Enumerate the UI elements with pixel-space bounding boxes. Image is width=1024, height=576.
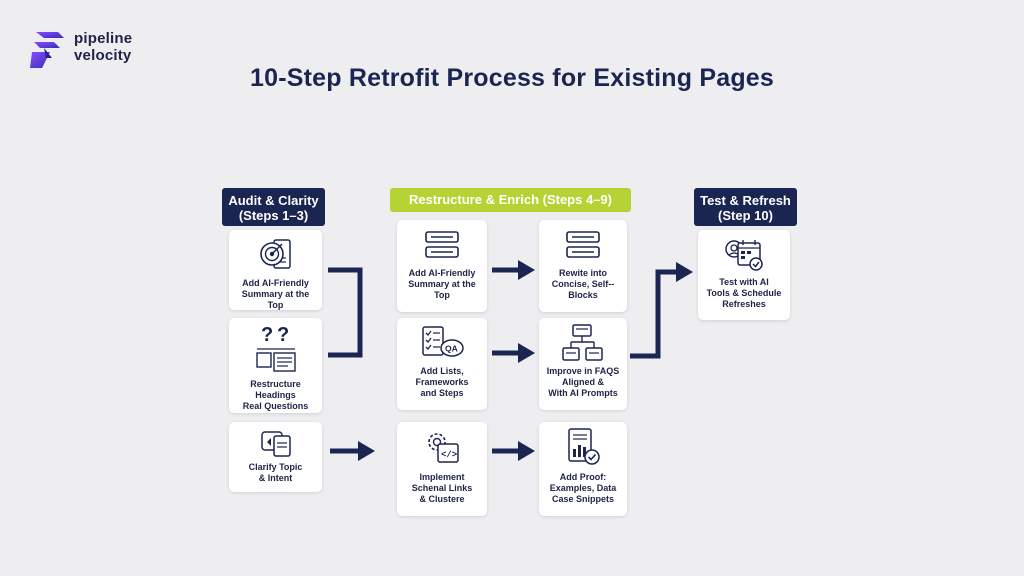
card-enrich-links-label: Implement Schenal Links & Clustere	[397, 472, 487, 505]
arrow-to-test	[630, 262, 693, 359]
bracket-audit-connector	[328, 267, 363, 358]
card-enrich-rewrite: Rewite into Concise, Self-- Blocks	[539, 220, 627, 312]
label-line: Refreshes	[722, 299, 766, 309]
gear-code-icon: </>	[428, 433, 459, 463]
card-enrich-lists: QA Add Lists, Frameworks and Steps	[397, 318, 487, 410]
card-audit-headings: ? ? Restructure Headings Real Questions	[229, 318, 322, 413]
label-line: Schenal Links	[411, 483, 473, 493]
logo-text: pipeline velocity	[74, 30, 132, 64]
label-line: With AI Prompts	[548, 388, 618, 398]
report-check-icon	[568, 428, 600, 465]
label-line: Test with AI	[719, 277, 769, 287]
text-block-icon	[425, 231, 459, 258]
label-line: Top	[434, 290, 450, 300]
checklist-qa-icon: QA	[422, 326, 464, 357]
label-line: Tools & Schedule	[706, 288, 782, 298]
card-test-ai-label: Test with AI Tools & Schedule Refreshes	[698, 277, 790, 310]
label-line: and Steps	[420, 388, 464, 398]
svg-text:?: ?	[277, 324, 289, 346]
header-test-steps: (Step 10)	[718, 208, 773, 223]
label-line: Summary at the Top	[241, 289, 310, 310]
label-line: Add AI-Friendly	[242, 278, 309, 288]
card-enrich-faqs-label: Improve in FAQS Aligned & With AI Prompt…	[539, 366, 627, 399]
card-enrich-summary-label: Add AI-Friendly Summary at the Top	[397, 268, 487, 301]
label-line: & Intent	[258, 473, 293, 483]
label-line: Case Snippets	[551, 494, 615, 504]
text-block-icon	[566, 231, 600, 258]
card-enrich-lists-label: Add Lists, Frameworks and Steps	[397, 366, 487, 399]
label-line: Clarify Topic	[248, 462, 303, 472]
label-line: Frameworks	[415, 377, 469, 387]
arrow-row-1	[492, 260, 535, 280]
logo: pipeline velocity	[28, 28, 168, 72]
label-line: Add Proof:	[559, 472, 607, 482]
card-audit-summary-label: Add AI-Friendly Summary at the Top	[229, 278, 322, 311]
arrow-row-3	[492, 441, 535, 461]
card-test-ai: Test with AI Tools & Schedule Refreshes	[698, 230, 790, 320]
label-line: Restructure Headings	[250, 379, 301, 400]
card-audit-topic: Clarify Topic & Intent	[229, 422, 322, 492]
question-layout-icon: ? ?	[255, 324, 296, 372]
header-audit: Audit & Clarity (Steps 1–3)	[222, 188, 325, 226]
label-line: Examples, Data	[549, 483, 617, 493]
card-enrich-proof-label: Add Proof: Examples, Data Case Snippets	[539, 472, 627, 505]
arrow-audit-to-enrich	[330, 441, 375, 461]
card-enrich-rewrite-label: Rewite into Concise, Self-- Blocks	[539, 268, 627, 301]
sitemap-icon	[562, 324, 603, 361]
logo-line-2: velocity	[74, 47, 132, 64]
header-test: Test & Refresh (Step 10)	[694, 188, 797, 226]
card-audit-topic-label: Clarify Topic & Intent	[229, 462, 322, 484]
header-audit-title: Audit & Clarity	[228, 193, 319, 208]
header-test-title: Test & Refresh	[700, 193, 791, 208]
svg-text:?: ?	[261, 324, 273, 346]
target-document-icon	[259, 239, 291, 269]
svg-text:</>: </>	[441, 450, 457, 460]
card-audit-summary: Add AI-Friendly Summary at the Top	[229, 230, 322, 310]
card-enrich-links: </> Implement Schenal Links & Clustere	[397, 422, 487, 516]
arrow-row-2	[492, 343, 535, 363]
card-enrich-summary: Add AI-Friendly Summary at the Top	[397, 220, 487, 312]
card-audit-headings-label: Restructure Headings Real Questions	[229, 379, 322, 412]
card-enrich-proof: Add Proof: Examples, Data Case Snippets	[539, 422, 627, 516]
header-restructure: Restructure & Enrich (Steps 4–9)	[390, 188, 631, 212]
logo-line-1: pipeline	[74, 30, 133, 47]
label-line: Add AI-Friendly	[408, 268, 476, 278]
header-audit-steps: (Steps 1–3)	[238, 208, 309, 223]
label-line: Aligned &	[562, 377, 604, 387]
calendar-ai-icon	[725, 240, 763, 271]
page-title: 10-Step Retrofit Process for Existing Pa…	[249, 64, 775, 92]
logo-mark-icon	[30, 32, 64, 68]
svg-text:QA: QA	[445, 344, 458, 354]
label-line: Improve in FAQS	[546, 366, 620, 376]
label-line: Add Lists,	[420, 366, 464, 376]
label-line: Concise, Self--	[551, 279, 615, 289]
card-enrich-faqs: Improve in FAQS Aligned & With AI Prompt…	[539, 318, 627, 410]
label-line: Implement	[419, 472, 465, 482]
label-line: Summary at the	[408, 279, 476, 289]
label-line: Real Questions	[242, 401, 309, 411]
label-line: Rewite into	[558, 268, 607, 278]
label-line: Blocks	[568, 290, 598, 300]
label-line: & Clustere	[419, 494, 465, 504]
chat-docs-icon	[260, 431, 291, 457]
